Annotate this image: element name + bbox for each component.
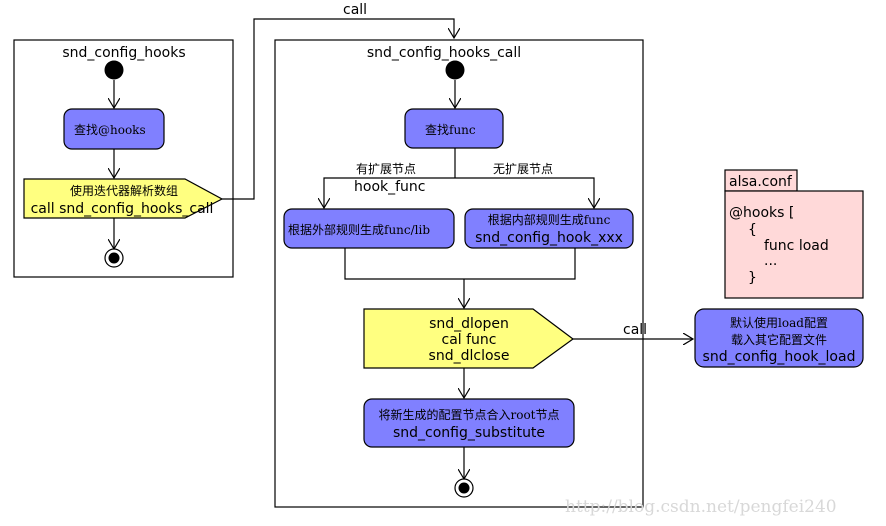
svg-text:载入其它配置文件: 载入其它配置文件 <box>731 332 827 347</box>
main-frame-title: snd_config_hooks_call <box>367 45 521 61</box>
left-frame-title: snd_config_hooks <box>62 45 185 61</box>
note-body <box>724 190 864 299</box>
signal-parse-array[interactable]: 使用迭代器解析数组 call snd_config_hooks_call <box>23 178 224 219</box>
action-external-rule[interactable]: 根据外部规则生成func/lib <box>283 208 455 249</box>
svg-text:查找@hooks: 查找@hooks <box>74 123 146 137</box>
svg-text:将新生成的配置节点合入root节点: 将新生成的配置节点合入root节点 <box>378 407 559 422</box>
svg-text:snd_config_hook_load: snd_config_hook_load <box>703 349 856 365</box>
initial-node-main <box>445 60 465 80</box>
note-line: } <box>748 270 757 286</box>
signal-dl-call[interactable]: snd_dlopen cal func snd_dlclose <box>363 308 575 369</box>
svg-text:默认使用load配置: 默认使用load配置 <box>730 315 828 330</box>
note-line: @hooks [ <box>729 205 794 221</box>
initial-node-left <box>104 60 124 80</box>
merge-edge <box>344 248 576 280</box>
final-node-main <box>454 478 474 498</box>
branch-edge-right <box>455 177 594 208</box>
svg-text:cal func: cal func <box>442 332 497 348</box>
watermark: http://blog.csdn.net/pengfei240 <box>565 497 837 517</box>
action-find-hooks[interactable]: 查找@hooks <box>63 108 165 150</box>
svg-text:snd_config_hook_xxx: snd_config_hook_xxx <box>475 230 623 246</box>
branch-left-sublabel: hook_func <box>354 179 425 195</box>
main-frame <box>274 39 644 508</box>
svg-text:snd_dlclose: snd_dlclose <box>429 348 510 364</box>
svg-text:call snd_config_hooks_call: call snd_config_hooks_call <box>31 201 214 217</box>
note-line: ... <box>764 253 777 269</box>
svg-text:根据内部规则生成func: 根据内部规则生成func <box>488 212 611 227</box>
note-tab-label: alsa.conf <box>729 174 793 190</box>
note-line: func load <box>764 238 829 254</box>
svg-text:查找func: 查找func <box>425 123 476 137</box>
left-frame <box>13 39 234 278</box>
call-label-top: call <box>343 2 367 18</box>
svg-text:snd_dlopen: snd_dlopen <box>429 316 509 332</box>
alsa-conf-note: alsa.conf @hooks [ { func load ... } <box>724 169 864 299</box>
svg-text:snd_config_substitute: snd_config_substitute <box>393 425 545 441</box>
branch-right-label: 无扩展节点 <box>493 162 553 176</box>
branch-edge-left <box>324 177 455 208</box>
branch-left-label: 有扩展节点 <box>356 162 416 176</box>
call-label-right: call <box>623 322 647 338</box>
note-line: { <box>748 222 757 238</box>
action-find-func[interactable]: 查找func <box>404 108 504 149</box>
svg-text:使用迭代器解析数组: 使用迭代器解析数组 <box>70 183 178 198</box>
call-edge-top <box>222 18 454 200</box>
svg-text:根据外部规则生成func/lib: 根据外部规则生成func/lib <box>288 222 430 237</box>
action-internal-rule[interactable]: 根据内部规则生成func snd_config_hook_xxx <box>464 208 634 249</box>
final-node-left <box>104 248 124 268</box>
action-hook-load[interactable]: 默认使用load配置 载入其它配置文件 snd_config_hook_load <box>694 308 864 368</box>
action-substitute[interactable]: 将新生成的配置节点合入root节点 snd_config_substitute <box>363 398 575 448</box>
